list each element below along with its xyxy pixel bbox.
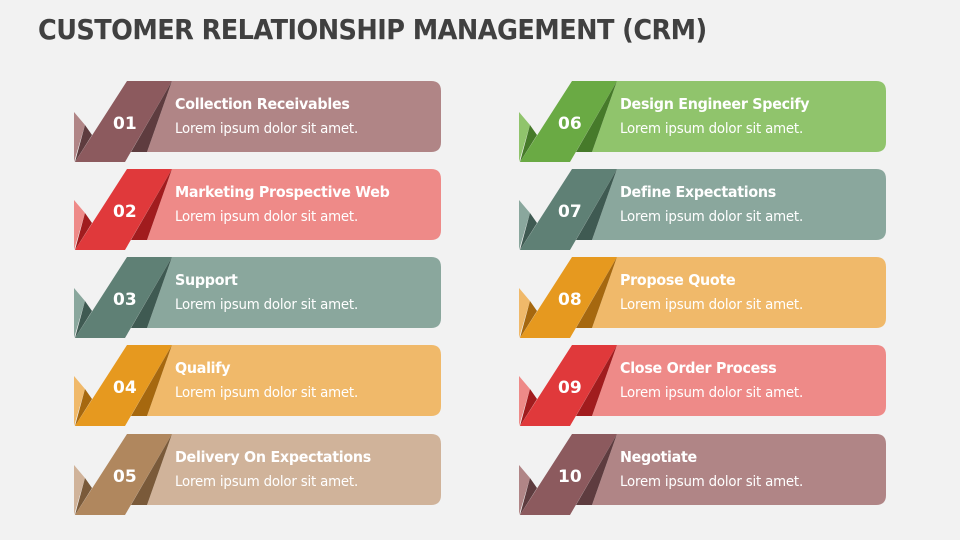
ribbon-check-icon <box>519 434 886 515</box>
step-description: Lorem ipsum dolor sit amet. <box>620 385 804 401</box>
crm-step-item-08: 08 Propose Quote Lorem ipsum dolor sit a… <box>519 257 894 341</box>
step-description: Lorem ipsum dolor sit amet. <box>175 121 359 137</box>
crm-step-item-07: 07 Define Expectations Lorem ipsum dolor… <box>519 169 894 253</box>
ribbon-check-icon <box>519 257 886 338</box>
step-number: 06 <box>558 114 582 134</box>
crm-step-item-02: 02 Marketing Prospective Web Lorem ipsum… <box>74 169 449 253</box>
step-number: 10 <box>558 467 582 487</box>
step-heading: Define Expectations <box>620 183 776 201</box>
step-description: Lorem ipsum dolor sit amet. <box>175 385 359 401</box>
step-heading: Delivery On Expectations <box>175 448 372 466</box>
step-number: 01 <box>113 114 137 134</box>
step-description: Lorem ipsum dolor sit amet. <box>620 209 804 225</box>
step-description: Lorem ipsum dolor sit amet. <box>620 121 804 137</box>
step-heading: Support <box>175 271 238 289</box>
ribbon-check-icon <box>519 345 886 426</box>
step-number: 05 <box>113 467 137 487</box>
ribbon-check-icon <box>519 169 886 250</box>
step-number: 07 <box>558 202 582 222</box>
step-number: 09 <box>558 378 582 398</box>
crm-step-item-06: 06 Design Engineer Specify Lorem ipsum d… <box>519 81 894 165</box>
step-heading: Collection Receivables <box>175 95 350 113</box>
ribbon-check-icon <box>74 345 441 426</box>
crm-step-item-04: 04 Qualify Lorem ipsum dolor sit amet. <box>74 345 449 429</box>
ribbon-check-icon <box>74 169 441 250</box>
step-heading: Marketing Prospective Web <box>175 183 390 201</box>
step-description: Lorem ipsum dolor sit amet. <box>175 474 359 490</box>
step-heading: Qualify <box>175 359 231 377</box>
step-number: 04 <box>113 378 137 398</box>
crm-step-item-01: 01 Collection Receivables Lorem ipsum do… <box>74 81 449 165</box>
ribbon-check-icon <box>74 434 441 515</box>
step-number: 02 <box>113 202 137 222</box>
step-heading: Propose Quote <box>620 271 736 289</box>
crm-step-item-09: 09 Close Order Process Lorem ipsum dolor… <box>519 345 894 429</box>
step-description: Lorem ipsum dolor sit amet. <box>620 297 804 313</box>
crm-step-item-10: 10 Negotiate Lorem ipsum dolor sit amet. <box>519 434 894 518</box>
step-number: 03 <box>113 290 137 310</box>
step-description: Lorem ipsum dolor sit amet. <box>175 297 359 313</box>
step-heading: Design Engineer Specify <box>620 95 810 113</box>
step-description: Lorem ipsum dolor sit amet. <box>175 209 359 225</box>
crm-step-item-05: 05 Delivery On Expectations Lorem ipsum … <box>74 434 449 518</box>
step-number: 08 <box>558 290 582 310</box>
crm-step-item-03: 03 Support Lorem ipsum dolor sit amet. <box>74 257 449 341</box>
step-heading: Close Order Process <box>620 359 777 377</box>
ribbon-check-icon <box>74 81 441 162</box>
ribbon-check-icon <box>74 257 441 338</box>
slide-title: CUSTOMER RELATIONSHIP MANAGEMENT (CRM) <box>38 14 707 46</box>
ribbon-check-icon <box>519 81 886 162</box>
step-description: Lorem ipsum dolor sit amet. <box>620 474 804 490</box>
step-heading: Negotiate <box>620 448 697 466</box>
